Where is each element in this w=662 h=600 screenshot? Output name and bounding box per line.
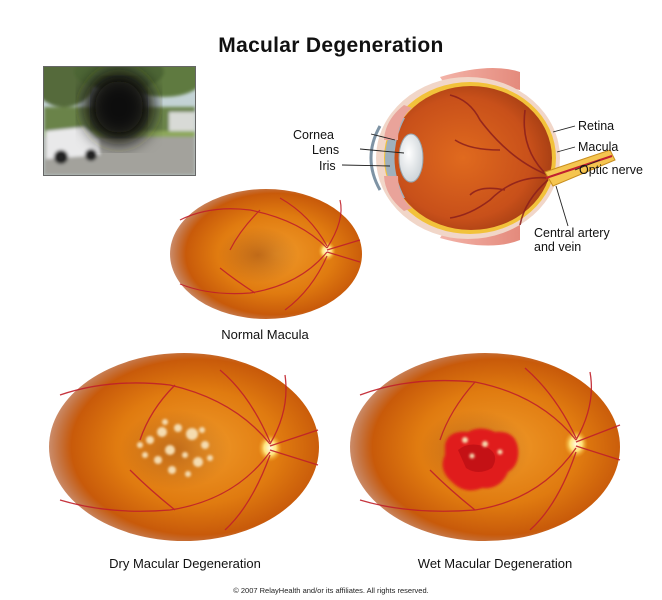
caption-wet-macular-degeneration: Wet Macular Degeneration xyxy=(380,556,610,571)
copyright-footer: © 2007 RelayHealth and/or its affiliates… xyxy=(0,586,662,595)
caption-dry-macular-degeneration: Dry Macular Degeneration xyxy=(70,556,300,571)
caption-normal-macula: Normal Macula xyxy=(170,327,360,342)
